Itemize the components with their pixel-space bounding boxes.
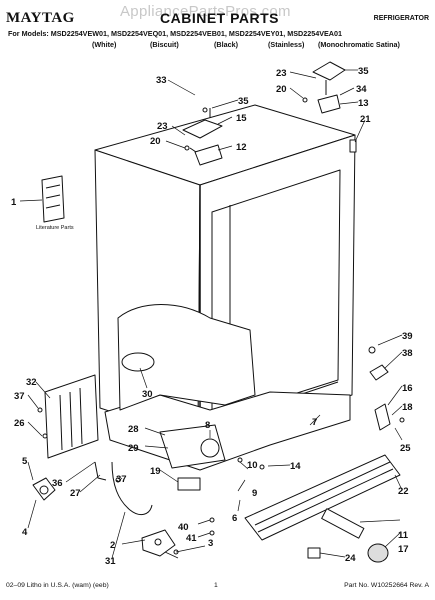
callout-37-right: 37 bbox=[116, 474, 127, 485]
bottom-hinge bbox=[141, 529, 176, 557]
callout-26: 26 bbox=[14, 418, 25, 429]
callout-23-left: 23 bbox=[157, 121, 168, 132]
variant-black: (Black) bbox=[214, 40, 238, 49]
condenser-fan-assembly bbox=[159, 424, 226, 491]
footer-page-number: 1 bbox=[214, 582, 218, 589]
callout-14: 14 bbox=[290, 461, 301, 472]
callout-18: 18 bbox=[402, 402, 413, 413]
brand-logo: MAYTAG bbox=[6, 10, 75, 26]
top-hinge-left bbox=[182, 108, 223, 166]
variant-stainless: (Stainless) bbox=[268, 40, 305, 49]
variant-white: (White) bbox=[92, 40, 117, 49]
callout-1: 1 bbox=[11, 197, 17, 208]
callout-23-right: 23 bbox=[276, 68, 287, 79]
callout-11: 11 bbox=[398, 530, 409, 541]
callout-38: 38 bbox=[402, 348, 413, 359]
callout-7: 7 bbox=[312, 417, 317, 428]
callout-25: 25 bbox=[400, 443, 411, 454]
footer-print-info: 02–09 Litho in U.S.A. (wam) (eeb) bbox=[6, 582, 109, 589]
callout-22: 22 bbox=[398, 486, 409, 497]
callout-34: 34 bbox=[356, 84, 367, 95]
callout-40: 40 bbox=[178, 522, 189, 533]
callout-27: 27 bbox=[70, 488, 81, 499]
category-label: REFRIGERATOR bbox=[373, 15, 429, 22]
callout-33: 33 bbox=[156, 75, 167, 86]
water-valve bbox=[32, 477, 56, 501]
callout-20-left: 20 bbox=[150, 136, 161, 147]
callout-35-left: 35 bbox=[238, 96, 249, 107]
callout-16: 16 bbox=[402, 383, 413, 394]
callout-21: 21 bbox=[360, 114, 371, 125]
callout-10: 10 bbox=[247, 460, 258, 471]
callout-31: 31 bbox=[105, 556, 116, 567]
top-hinge-right bbox=[312, 61, 346, 114]
right-side-brackets bbox=[368, 346, 391, 431]
variants-row: (White) (Biscuit) (Black) (Stainless) (M… bbox=[0, 40, 435, 50]
watermark: AppliancePartsPros.com bbox=[120, 3, 291, 20]
callout-30: 30 bbox=[142, 389, 153, 400]
literature-label: Literature Parts bbox=[36, 225, 74, 231]
leveler-and-roller bbox=[307, 508, 389, 563]
callout-2: 2 bbox=[110, 540, 115, 551]
callout-41: 41 bbox=[186, 533, 197, 544]
callout-35-right: 35 bbox=[358, 66, 369, 77]
callout-5: 5 bbox=[22, 456, 28, 467]
callout-24: 24 bbox=[345, 553, 356, 564]
callout-3: 3 bbox=[208, 538, 213, 549]
callout-13: 13 bbox=[358, 98, 369, 109]
footer-part-number: Part No. W10252664 Rev. A bbox=[344, 582, 429, 589]
callout-37-left: 37 bbox=[14, 391, 25, 402]
variant-biscuit: (Biscuit) bbox=[150, 40, 179, 49]
callout-4: 4 bbox=[22, 527, 28, 538]
callout-labels: 1 2 3 4 5 6 7 8 9 10 11 12 13 14 15 16 1… bbox=[11, 66, 413, 567]
callout-36: 36 bbox=[52, 478, 63, 489]
callout-39: 39 bbox=[402, 331, 413, 342]
callout-19: 19 bbox=[150, 466, 161, 477]
callout-9: 9 bbox=[252, 488, 257, 499]
literature-packet bbox=[41, 175, 65, 223]
callout-32: 32 bbox=[26, 377, 37, 388]
variant-monochromatic-satina: (Monochromatic Satina) bbox=[318, 40, 400, 49]
callout-15: 15 bbox=[236, 113, 247, 124]
callout-29: 29 bbox=[128, 443, 139, 454]
toe-grille bbox=[244, 454, 401, 541]
callout-17: 17 bbox=[398, 544, 409, 555]
water-tube bbox=[94, 461, 153, 516]
callout-6: 6 bbox=[232, 513, 237, 524]
callout-12: 12 bbox=[236, 142, 247, 153]
callout-28: 28 bbox=[128, 424, 139, 435]
leader-lines bbox=[19, 69, 403, 559]
rear-grille-panel bbox=[44, 374, 99, 459]
models-line: For Models: MSD2254VEW01, MSD2254VEQ01, … bbox=[8, 29, 342, 38]
page-title: CABINET PARTS bbox=[160, 10, 280, 26]
callout-20-right: 20 bbox=[276, 84, 287, 95]
callout-8: 8 bbox=[205, 420, 210, 431]
